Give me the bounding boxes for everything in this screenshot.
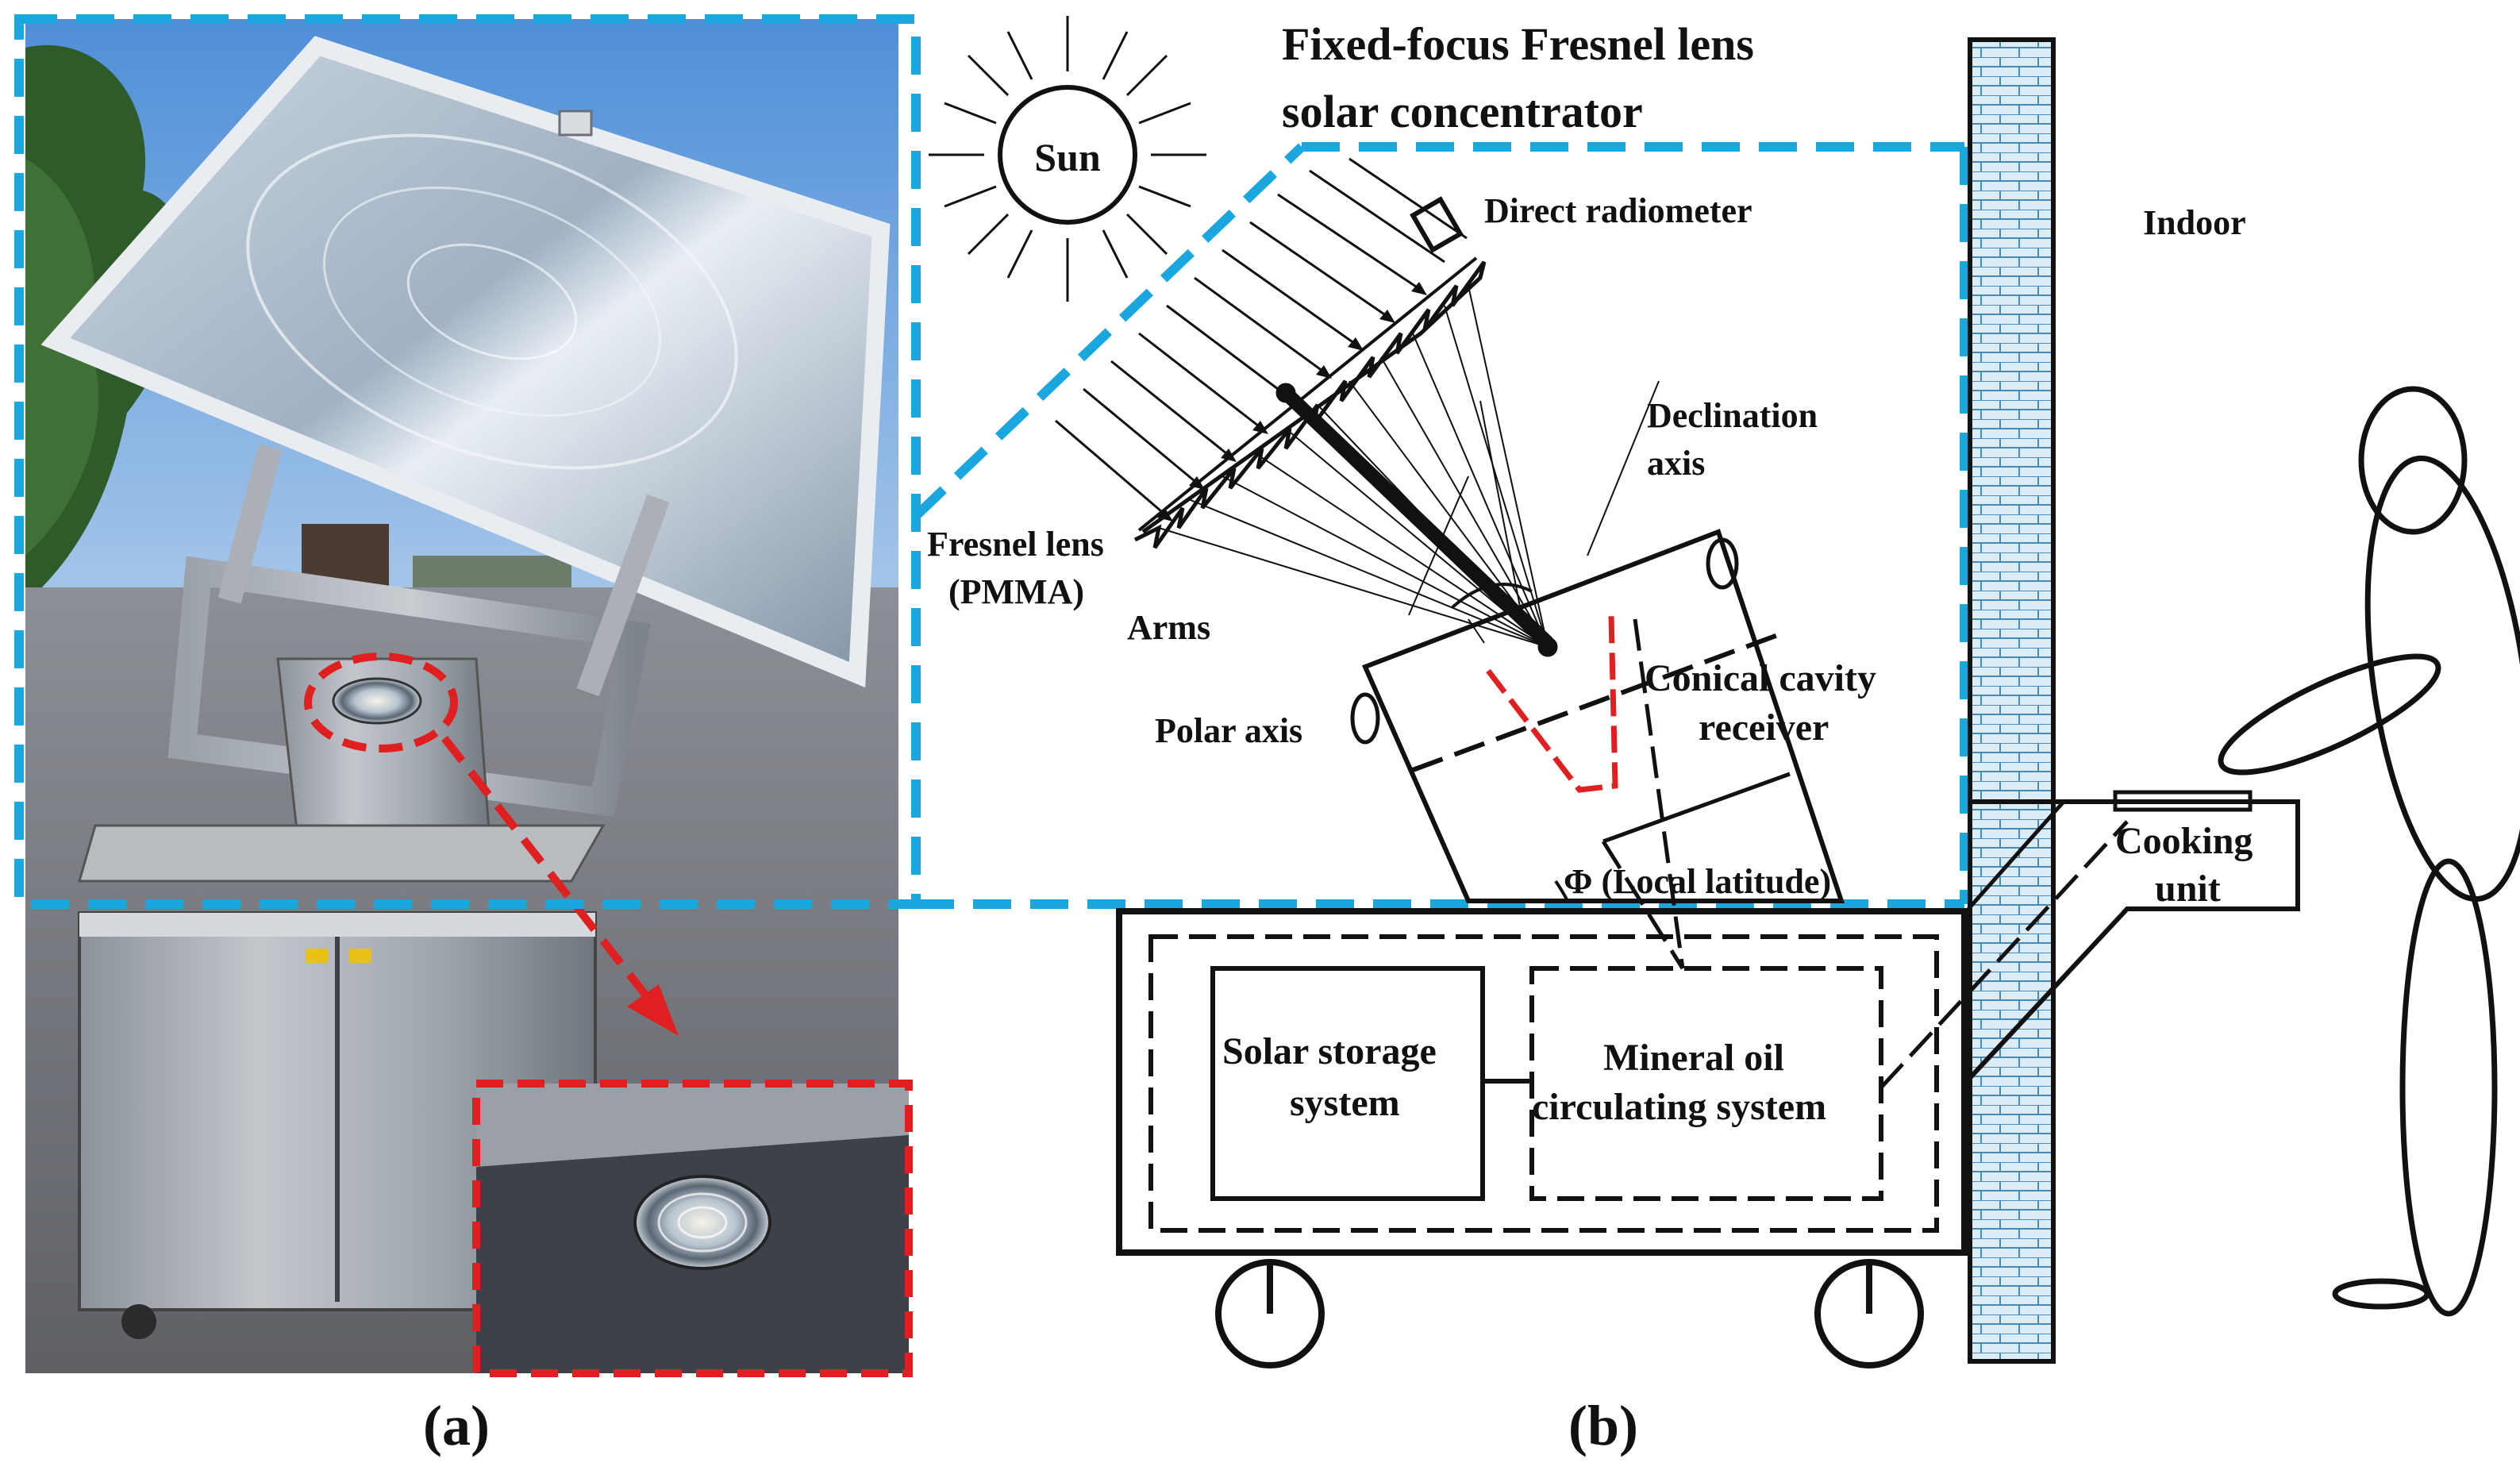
photo-cavity-opening: [332, 677, 422, 725]
direct-radiometer-label: Direct radiometer: [1484, 191, 1752, 230]
declination-label-2: axis: [1647, 444, 1705, 483]
cooking-unit: [1966, 799, 2300, 1082]
blue-callout: [14, 14, 1969, 909]
receiver-housing: [1361, 529, 1845, 903]
declination-axis-knob: [1706, 537, 1739, 590]
indoor-label: Indoor: [2143, 203, 2246, 242]
storage-label-2: system: [1290, 1082, 1400, 1124]
declination-label-1: Declination: [1647, 396, 1818, 435]
schematic-panel: [929, 16, 2520, 1368]
polar-axis-label: Polar axis: [1155, 711, 1302, 750]
panel-b-label: (b): [1568, 1394, 1638, 1457]
wall: [1968, 37, 2056, 1364]
fresnel-lens: [1133, 260, 1487, 549]
red-callout-ellipse: [304, 652, 458, 753]
conical-cavity: [1486, 614, 1618, 793]
inset-cavity: [633, 1175, 771, 1270]
storage-label-1: Solar storage: [1222, 1030, 1437, 1072]
photo-panel: [25, 19, 913, 1377]
panel-a-label: (a): [423, 1394, 490, 1457]
red-callout-box: [472, 1080, 913, 1377]
mineral-label-1: Mineral oil: [1603, 1037, 1784, 1079]
sun-label: Sun: [1034, 135, 1101, 179]
polar-axis-knob: [1350, 692, 1380, 745]
title-line1: Fixed-focus Fresnel lens: [1282, 18, 1754, 70]
cart-body: [1116, 908, 1968, 1256]
person-figure: [2218, 386, 2520, 1317]
photo-tracking-frame: [167, 556, 652, 817]
sun-symbol: [929, 16, 1206, 302]
conical-label-2: receiver: [1699, 706, 1829, 749]
title-line2: solar concentrator: [1282, 86, 1643, 137]
conical-label-1: Conical cavity: [1645, 657, 1876, 699]
arms-label: Arms: [1127, 608, 1210, 647]
red-callout-arrow: [441, 735, 654, 1005]
photo-fresnel-lens: [40, 36, 891, 688]
latitude-label: Φ (Local latitude): [1564, 862, 1831, 901]
photo-radiometer: [558, 110, 593, 137]
labels: Fixed-focus Fresnel lens solar concentra…: [423, 18, 2253, 1457]
latitude-arc: [1554, 880, 1569, 902]
cooking-label-2: unit: [2155, 868, 2221, 910]
mineral-label-2: circulating system: [1532, 1086, 1826, 1128]
fresnel-label-1: Fresnel lens: [927, 525, 1104, 564]
mineral-oil-box: [1529, 966, 1883, 1201]
fresnel-label-2: (PMMA): [948, 572, 1084, 611]
cooking-label-1: Cooking: [2115, 820, 2253, 862]
red-arrowhead: [627, 984, 679, 1036]
incoming-rays: [1055, 157, 1468, 518]
direct-radiometer: [1410, 196, 1464, 253]
focal-point: [1537, 637, 1558, 657]
